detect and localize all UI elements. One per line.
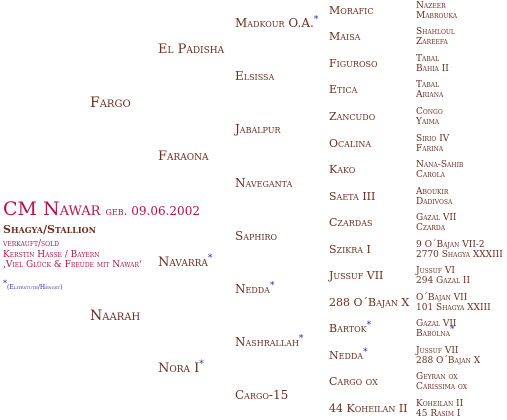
gen3-name: Madkour O.A.*: [235, 15, 319, 30]
gen4-name: Czardas: [329, 216, 373, 229]
gen4-name: 44 Koheilan II: [329, 402, 408, 415]
birth-date: geb. 09.06.2002: [105, 204, 200, 218]
horse-name: CM Nawar: [3, 198, 101, 220]
gen4-name: 288 O´Bajan X: [329, 296, 410, 309]
gen4-name: Nedda*: [329, 347, 368, 362]
gen4-name: Etica: [329, 83, 358, 96]
gen3-name: Nedda*: [235, 281, 275, 296]
sale-status: verkauft/sold: [3, 239, 59, 249]
horse-title: CM Nawar geb. 09.06.2002: [3, 200, 200, 219]
star-icon: *: [3, 279, 7, 288]
gen2-name: Faraona: [158, 149, 209, 164]
gen3-name: Elsissa: [235, 69, 275, 83]
wish: ‚Viel Glück & Freude mit Nawar‘: [3, 260, 142, 270]
gen4-name: Zancudo: [329, 110, 376, 123]
gen3-name: Jabalpur: [235, 122, 281, 136]
gen4-name: Maisa: [329, 30, 361, 43]
buyer: Kerstin Hasse / Bayern: [3, 250, 100, 260]
gen2-name: El Padisha: [158, 42, 225, 57]
legend-text: (Elitestute/Hengst): [7, 284, 63, 291]
breed: Shagya/Stallion: [3, 223, 96, 236]
gen4-name: Ocalina: [329, 137, 372, 150]
gen4-name: Cargo ox: [329, 375, 378, 388]
sire-name: Fargo: [90, 95, 131, 111]
gen4-name: Morafic: [329, 4, 374, 17]
gen4-name: Saeta III: [329, 190, 376, 203]
gen2-name: Navarra*: [158, 253, 213, 270]
gen4-name: Figuroso: [329, 57, 378, 70]
dam-name: Naarah: [90, 308, 141, 324]
gen3-name: Cargo-15: [235, 388, 289, 402]
gen3-name: Naveganta: [235, 176, 293, 190]
gen2-name: Nora I*: [158, 359, 204, 376]
legend: *(Elitestute/Hengst): [3, 280, 63, 291]
gen4-name: Szikra I: [329, 243, 371, 256]
gen4-name: Bartok*: [329, 320, 372, 335]
gen4-name: Kako: [329, 163, 356, 176]
gen4-name: Jussuf VII: [329, 269, 384, 282]
gen3-name: Nashrallah*: [235, 334, 304, 349]
gen3-name: Saphiro: [235, 229, 278, 243]
